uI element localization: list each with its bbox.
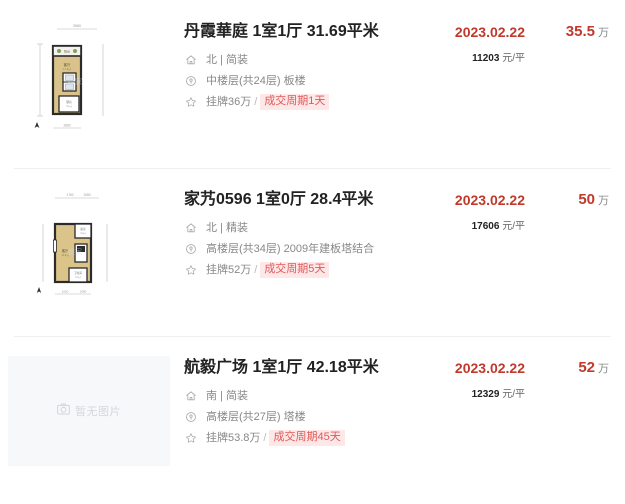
unit-price-value: 12329 [471, 389, 500, 400]
total-price: 52 [578, 359, 595, 376]
total-price: 50 [578, 191, 595, 208]
listing-title[interactable]: 丹霞華庭 1室1厅 31.69平米 [184, 23, 379, 40]
unit-price: 12329 元/平 [367, 385, 525, 400]
listing-title[interactable]: 航毅广场 1室1厅 42.18平米 [184, 359, 379, 376]
listing-thumbnail[interactable]: 暂无图片 [8, 350, 170, 472]
listing-info: 丹霞華庭 1室1厅 31.69平米 北 | 简装 [184, 14, 379, 116]
deal-list-item[interactable]: 1760 1080 厨房 3.0㎡ 卫生间 3.4㎡ [0, 168, 625, 336]
floor-plan-image: 3960 阳台 客厅 17.2㎡ [8, 14, 170, 136]
unit-price: 11203 元/平 [367, 49, 525, 64]
listing-price-text: 挂牌53.8万 [206, 432, 261, 445]
deal-date-and-unit-price: 2023.02.22 12329 元/平 [367, 359, 529, 400]
star-icon [184, 95, 198, 109]
floor-text: 中楼层(共24层) 板楼 [206, 75, 306, 88]
price-history-row: 挂牌36万 / 成交周期1天 [184, 94, 367, 111]
floor-plan-svg: 3960 阳台 客厅 17.2㎡ [23, 16, 155, 134]
floor-plan-image: 1760 1080 厨房 3.0㎡ 卫生间 3.4㎡ [8, 182, 170, 304]
deal-list-item[interactable]: 暂无图片 航毅广场 1室1厅 42.18平米 南 | 简装 [0, 336, 625, 504]
listing-thumbnail[interactable]: 3960 阳台 客厅 17.2㎡ [8, 14, 170, 136]
listing-info: 家艿0596 1室0厅 28.4平米 北 | 精装 [184, 182, 374, 284]
deal-date: 2023.02.22 [454, 360, 525, 376]
orientation-text: 北 | 简装 [206, 54, 248, 67]
floor-text: 高楼层(共27层) 塔楼 [206, 411, 306, 424]
floor-row: 高楼层(共27层) 塔楼 [184, 410, 367, 425]
svg-text:3.1㎡: 3.1㎡ [66, 104, 72, 108]
listing-price-text: 挂牌36万 [206, 96, 252, 109]
price-history-row: 挂牌53.8万 / 成交周期45天 [184, 430, 367, 447]
location-pin-icon [184, 410, 198, 424]
svg-text:客厅: 客厅 [62, 248, 69, 253]
camera-icon [57, 402, 70, 420]
floor-row: 高楼层(共34层) 2009年建板塔结合 [184, 242, 374, 257]
deal-cycle-tag: 成交周期5天 [260, 262, 330, 279]
svg-text:1620: 1620 [62, 290, 69, 294]
unit-price-value: 17606 [471, 221, 500, 232]
svg-text:厨房: 厨房 [66, 100, 72, 104]
floor-plan-svg: 1760 1080 厨房 3.0㎡ 卫生间 3.4㎡ [23, 184, 155, 302]
house-icon [184, 389, 198, 403]
svg-text:1080: 1080 [80, 290, 87, 294]
svg-text:客厅: 客厅 [64, 62, 71, 67]
unit-price-unit: 元/平 [502, 221, 525, 232]
listing-price-text: 挂牌52万 [206, 264, 252, 277]
total-price: 35.5 [565, 23, 595, 40]
orientation-text: 南 | 简装 [206, 390, 248, 403]
no-image-label: 暂无图片 [75, 406, 121, 418]
svg-text:1080: 1080 [83, 193, 90, 197]
svg-text:链家: 链家 [68, 247, 82, 256]
unit-price: 17606 元/平 [367, 217, 525, 232]
unit-price-unit: 元/平 [502, 53, 525, 64]
house-icon [184, 221, 198, 235]
listing-title[interactable]: 家艿0596 1室0厅 28.4平米 [184, 191, 374, 208]
location-pin-icon [184, 242, 198, 256]
svg-text:3.4㎡: 3.4㎡ [75, 275, 81, 279]
unit-price-unit: 元/平 [502, 389, 525, 400]
svg-text:3960: 3960 [73, 24, 81, 28]
orientation-text: 北 | 精装 [206, 222, 248, 235]
svg-text:阳台: 阳台 [64, 48, 70, 53]
deal-date-and-unit-price: 2023.02.22 17606 元/平 [367, 191, 529, 232]
unit-price-value: 11203 [472, 53, 500, 64]
svg-text:链家: 链家 [68, 77, 82, 86]
total-price-unit: 万 [598, 27, 609, 39]
deal-date-and-unit-price: 2023.02.22 11203 元/平 [367, 23, 529, 64]
deal-date: 2023.02.22 [454, 192, 525, 208]
deal-list-item[interactable]: 3960 阳台 客厅 17.2㎡ [0, 0, 625, 168]
listing-thumbnail[interactable]: 1760 1080 厨房 3.0㎡ 卫生间 3.4㎡ [8, 182, 170, 304]
price-history-row: 挂牌52万 / 成交周期5天 [184, 262, 367, 279]
svg-text:厨房: 厨房 [80, 227, 86, 231]
total-price-unit: 万 [598, 195, 609, 207]
floor-row: 中楼层(共24层) 板楼 [184, 74, 367, 89]
total-price-unit: 万 [598, 363, 609, 375]
orientation-row: 北 | 精装 [184, 221, 367, 236]
svg-text:2860: 2860 [63, 124, 70, 128]
star-icon [184, 263, 198, 277]
deal-cycle-tag: 成交周期45天 [269, 430, 345, 447]
svg-text:1760: 1760 [66, 193, 73, 197]
orientation-row: 北 | 简装 [184, 53, 367, 68]
svg-text:卫生间: 卫生间 [74, 271, 82, 275]
deal-cycle-tag: 成交周期1天 [260, 94, 330, 111]
meta-separator: / [254, 96, 258, 109]
svg-text:17.2㎡: 17.2㎡ [63, 67, 71, 71]
house-icon [184, 53, 198, 67]
floor-text: 高楼层(共34层) 2009年建板塔结合 [206, 243, 375, 256]
svg-text:14.8㎡: 14.8㎡ [61, 253, 69, 257]
location-pin-icon [184, 74, 198, 88]
orientation-row: 南 | 简装 [184, 389, 367, 404]
no-image-placeholder: 暂无图片 [8, 356, 170, 466]
meta-separator: / [263, 432, 267, 445]
meta-separator: / [254, 264, 258, 277]
star-icon [184, 431, 198, 445]
listing-info: 航毅广场 1室1厅 42.18平米 南 | 简装 [184, 350, 379, 452]
svg-text:3.0㎡: 3.0㎡ [80, 231, 86, 235]
deal-date: 2023.02.22 [454, 24, 525, 40]
